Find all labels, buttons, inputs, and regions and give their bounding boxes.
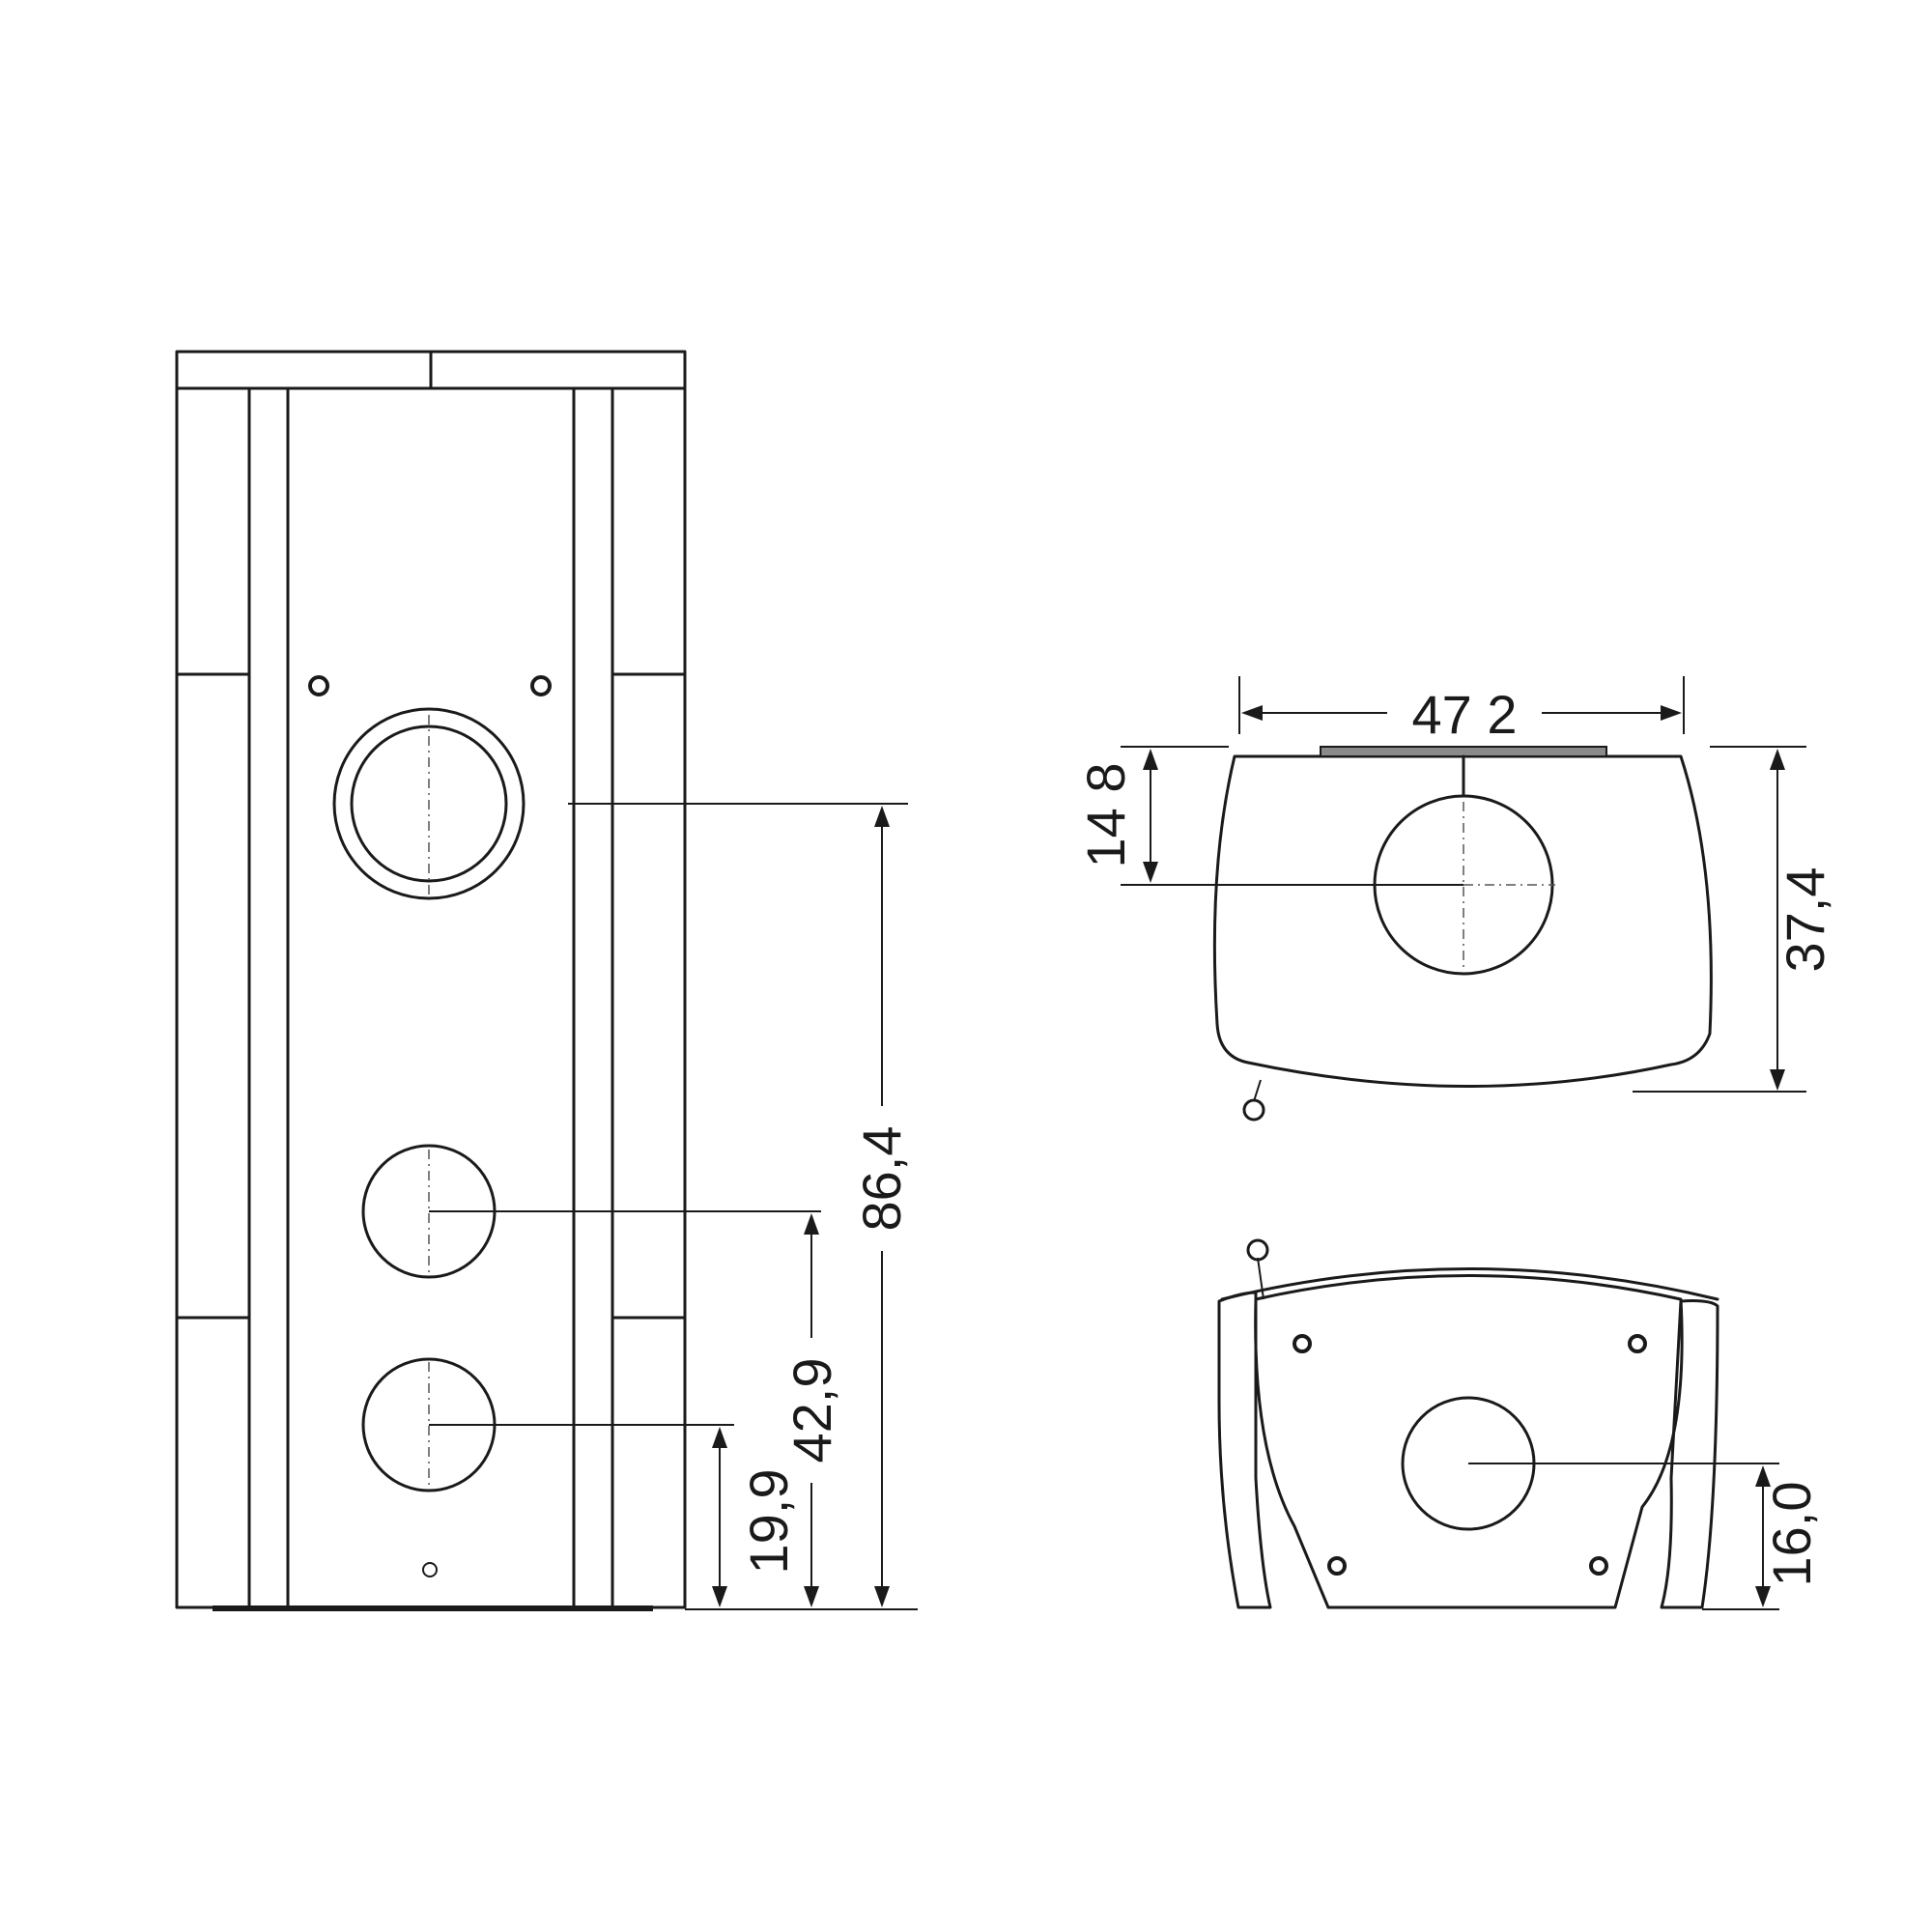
rear-screw-top-left xyxy=(1293,1334,1312,1353)
dim-label-middle-outlet-height: 42,9 xyxy=(781,1358,842,1463)
dim-label-total-height: 86,4 xyxy=(851,1126,912,1232)
top-view-handle-knob xyxy=(1242,1098,1265,1122)
rear-handle-knob xyxy=(1246,1238,1269,1262)
dim-arrow-depth-top xyxy=(1770,749,1785,770)
dim-arrow-rear-top xyxy=(1755,1465,1771,1487)
dim-arrow-rear-bottom xyxy=(1755,1586,1771,1607)
front-screw-bottom xyxy=(422,1562,438,1577)
rear-left-side-tile xyxy=(1217,1291,1272,1609)
dim-label-rear-outlet-height: 16,0 xyxy=(1761,1482,1822,1587)
dim-arrow-depth-bottom xyxy=(1770,1069,1785,1091)
front-view xyxy=(175,350,687,1611)
rear-screw-top-right xyxy=(1628,1334,1647,1353)
top-view xyxy=(1212,746,1713,1122)
rear-main-panel xyxy=(1254,1274,1684,1609)
dim-arrow-lower-bottom xyxy=(712,1586,727,1607)
dim-arrow-lower-top xyxy=(712,1427,727,1448)
dim-arrow-width-right xyxy=(1661,705,1682,721)
dim-arrow-offset-bottom xyxy=(1143,862,1158,883)
rear-right-side-tile xyxy=(1660,1299,1719,1609)
front-view-dimensions: 86,4 42,9 19,9 xyxy=(429,803,918,1610)
rear-handle-stem xyxy=(1257,1257,1264,1300)
rear-view-dimensions: 16,0 xyxy=(1468,1463,1822,1610)
dim-label-depth: 37,4 xyxy=(1775,867,1835,973)
front-upper-outlet-outer-ring xyxy=(332,707,526,900)
dim-arrow-offset-top xyxy=(1143,749,1158,770)
front-screw-top-left xyxy=(308,675,329,696)
front-upper-outlet-inner-ring xyxy=(350,724,508,883)
dim-arrow-total-height-bottom xyxy=(874,1586,890,1607)
dim-arrow-middle-bottom xyxy=(804,1586,819,1607)
top-view-handle-stem xyxy=(1253,1079,1262,1102)
dim-label-offset: 14 8 xyxy=(1075,763,1136,868)
rear-top-rim xyxy=(1220,1267,1719,1301)
dim-label-lower-outlet-height: 19,9 xyxy=(738,1469,799,1575)
front-base-strip xyxy=(213,1605,653,1611)
dim-arrow-total-height-top xyxy=(874,806,890,827)
dim-arrow-width-left xyxy=(1241,705,1263,721)
front-screw-top-right xyxy=(530,675,552,696)
rear-screw-bottom-left xyxy=(1327,1556,1347,1576)
dim-label-width: 47 2 xyxy=(1412,684,1518,745)
dim-arrow-middle-top xyxy=(804,1213,819,1235)
rear-view xyxy=(1217,1238,1719,1609)
top-view-dimensions: 47 2 14 8 37,4 xyxy=(1075,676,1835,1093)
rear-screw-bottom-right xyxy=(1589,1556,1608,1576)
front-body-outline xyxy=(175,350,687,1609)
top-view-outline xyxy=(1212,754,1713,1088)
